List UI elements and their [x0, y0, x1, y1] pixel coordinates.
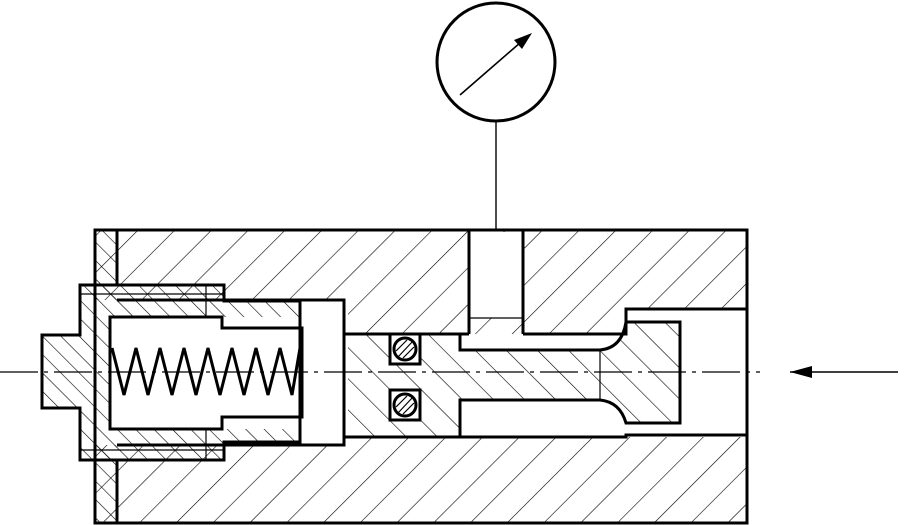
o-ring-seals [388, 332, 422, 422]
compression-spring [110, 347, 302, 396]
o-ring-top [392, 336, 418, 362]
piston [348, 320, 682, 439]
o-ring-bottom [392, 392, 418, 418]
o-ring-groove-bottom [388, 388, 422, 422]
flow-direction-arrow [790, 366, 898, 378]
gauge-needle-icon [459, 33, 532, 96]
o-ring-groove-top [388, 332, 422, 366]
gauge-dial [435, 1, 557, 123]
pressure-gauge [435, 1, 557, 230]
